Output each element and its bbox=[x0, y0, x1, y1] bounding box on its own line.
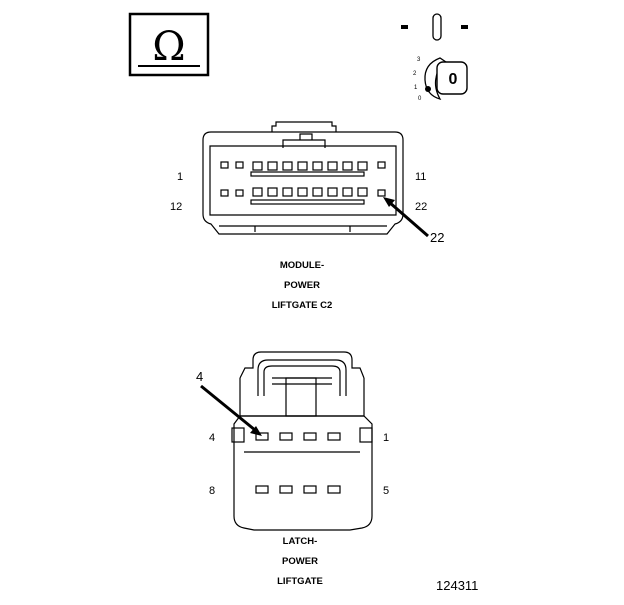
c2-pin-label-11: 11 bbox=[415, 171, 427, 183]
key-glyph: 0 bbox=[449, 71, 458, 88]
c2-caption-line-2: POWER bbox=[284, 280, 320, 291]
c2-caption: MODULE- POWER LIFTGATE C2 bbox=[242, 256, 362, 316]
latch-pin-label-8: 8 bbox=[209, 485, 216, 497]
latch-callout-label: 4 bbox=[196, 369, 204, 384]
c2-caption-line-3: LIFTGATE C2 bbox=[271, 300, 333, 311]
c2-callout-arrow bbox=[383, 197, 429, 238]
latch-top-row-pins bbox=[255, 432, 341, 441]
c2-callout-label: 22 bbox=[430, 230, 445, 245]
switch-position-0: 0 bbox=[418, 96, 422, 102]
latch-pin-label-1: 1 bbox=[383, 432, 390, 444]
c2-top-row-pins bbox=[220, 161, 386, 177]
ground-symbol-icon: Ω bbox=[128, 12, 210, 77]
latch-pin-label-5: 5 bbox=[383, 485, 390, 497]
switch-position-3: 3 bbox=[417, 57, 421, 63]
latch-caption-line-3: LIFTGATE bbox=[277, 576, 323, 587]
c2-pin-label-12: 12 bbox=[170, 201, 183, 213]
latch-bottom-row-pins bbox=[255, 485, 341, 494]
connector-c2 bbox=[202, 121, 404, 235]
ignition-switch-icon: 0 bbox=[401, 13, 468, 101]
c2-bottom-row-pins bbox=[220, 187, 386, 205]
latch-pin-label-4: 4 bbox=[209, 432, 216, 444]
figure-number: 124311 bbox=[436, 578, 479, 593]
switch-position-2: 2 bbox=[413, 71, 417, 77]
c2-pin-label-22: 22 bbox=[415, 201, 428, 213]
latch-callout-arrow bbox=[200, 384, 262, 436]
latch-caption: LATCH- POWER LIFTGATE bbox=[240, 532, 360, 592]
connector-latch bbox=[231, 351, 373, 531]
omega-glyph: Ω bbox=[152, 24, 185, 70]
latch-caption-line-1: LATCH- bbox=[282, 536, 318, 547]
switch-position-1: 1 bbox=[414, 85, 418, 91]
latch-caption-line-2: POWER bbox=[282, 556, 318, 567]
c2-pin-label-1: 1 bbox=[177, 171, 184, 183]
c2-caption-line-1: MODULE- bbox=[279, 260, 325, 271]
